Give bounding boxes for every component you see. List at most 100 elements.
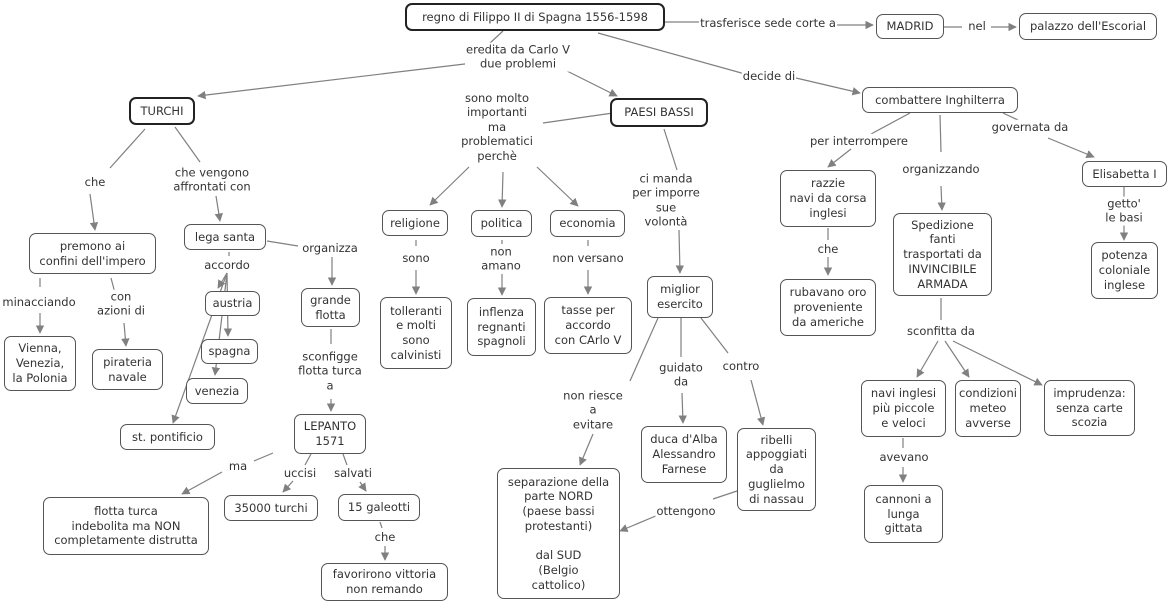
node-premono: premono ai confini dell'impero <box>29 233 156 274</box>
connector-line <box>379 521 383 529</box>
label-sconfigge: sconfigge flotta turca a <box>297 349 363 393</box>
connector-line <box>712 489 741 500</box>
connector-line <box>304 453 312 466</box>
connector-line <box>536 166 579 207</box>
connector-line <box>488 30 504 45</box>
node-galeotti: 15 galeotti <box>338 494 420 521</box>
label-organizzando: organizzando <box>901 161 981 177</box>
node-tolleranti: tolleranti e molti sono calvinisti <box>380 297 452 369</box>
connector-line <box>253 452 274 462</box>
label-non-riesce: non riesce a evitare <box>562 388 624 432</box>
connector-line <box>121 322 130 347</box>
node-imprudenza: imprudenza: senza carte scozia <box>1044 380 1135 436</box>
connector-line <box>214 195 223 222</box>
connector-line <box>619 514 659 532</box>
node-palazzo: palazzo dell'Escorial <box>1019 13 1157 40</box>
label-accordo: accordo <box>203 257 251 273</box>
label-che-3: che <box>816 241 840 257</box>
connector-line <box>939 114 942 153</box>
connector-line <box>282 480 294 493</box>
connector-line <box>952 340 1043 386</box>
node-vienna: Vienna, Venezia, la Polonia <box>4 336 76 391</box>
label-governata: governata da <box>990 119 1070 135</box>
label-uccisi: uccisi <box>282 465 318 481</box>
label-azioni: con azioni di <box>96 289 146 319</box>
node-duca: duca d'Alba Alessandro Farnese <box>641 426 727 483</box>
label-guidato: guidato da <box>658 360 704 390</box>
node-grande-flotta: grande flotta <box>301 288 360 327</box>
connector-line <box>181 471 223 495</box>
connector-line <box>795 77 861 96</box>
node-razzie: razzie navi da corsa inglesi <box>780 170 876 227</box>
label-eredita: eredita da Carlo V due problemi <box>465 42 571 72</box>
connector-line <box>89 193 99 231</box>
node-cannoni: cannoni a lunga gittata <box>864 485 943 543</box>
label-contro: contro <box>721 358 761 374</box>
node-flotta-turca: flotta turca indebolita ma NON completam… <box>43 497 209 555</box>
connector-line <box>678 392 687 424</box>
label-sconfitta: sconfitta da <box>906 323 976 339</box>
connector-line <box>937 185 946 211</box>
label-non-versano: non versano <box>551 250 625 266</box>
node-turchi: TURCHI <box>129 97 195 125</box>
connector-line <box>675 229 685 274</box>
node-religione: religione <box>382 210 448 236</box>
node-potenza: potenza coloniale inglese <box>1091 242 1158 299</box>
connector-line <box>564 69 618 97</box>
label-organizza: organizza <box>301 240 359 256</box>
connector-line <box>197 62 474 100</box>
connector-line <box>944 340 970 378</box>
node-35000: 35000 turchi <box>224 495 318 521</box>
node-elisabetta: Elisabetta I <box>1082 161 1167 187</box>
connector-line <box>429 166 470 206</box>
label-nel: nel <box>967 18 987 34</box>
node-lepanto: LEPANTO 1571 <box>294 414 366 454</box>
label-che-1: che <box>83 174 107 190</box>
node-venezia: venezia <box>186 378 248 404</box>
connector-line <box>266 240 299 247</box>
node-madrid: MADRID <box>876 14 944 39</box>
connector-line <box>629 317 659 382</box>
connector-line <box>109 128 146 169</box>
label-interrompere: per interrompere <box>809 133 909 149</box>
connector-line <box>1047 137 1095 158</box>
connector-line <box>358 481 367 492</box>
label-trasferisce: trasferisce sede corte a <box>699 15 837 31</box>
node-tasse: tasse per accordo con CArlo V <box>544 297 632 354</box>
node-spagna: spagna <box>201 339 258 364</box>
label-decide: decide di <box>741 68 797 84</box>
label-ci-manda: ci manda per imporre sue volontà <box>631 171 701 229</box>
node-combattere: combattere Inghilterra <box>862 87 1018 113</box>
node-pirateria: pirateria navale <box>92 349 163 390</box>
connector-line <box>663 128 678 171</box>
connector-line <box>870 112 911 135</box>
label-che-2: che <box>373 529 397 545</box>
label-avevano: avevano <box>878 449 930 465</box>
connector-line <box>579 433 594 466</box>
node-lega-santa: lega santa <box>184 224 266 250</box>
node-politica: politica <box>471 210 532 237</box>
label-ma: ma <box>227 458 249 474</box>
node-rubavano: rubavano oro proveniente da americhe <box>780 279 876 336</box>
node-economia: economia <box>550 210 625 237</box>
label-ottengono: ottengono <box>655 503 717 519</box>
label-salvati: salvati <box>333 465 373 481</box>
node-navi-inglesi: navi inglesi più piccole e veloci <box>861 380 946 437</box>
connector-line <box>342 453 348 466</box>
node-paesi-bassi: PAESI BASSI <box>610 98 708 127</box>
label-getto: getto' le basi <box>1101 196 1147 226</box>
node-pontificio: st. pontificio <box>120 424 215 450</box>
connector-line <box>916 340 939 378</box>
node-favorirono: favorirono vittoria non remando <box>321 563 448 601</box>
connector-line <box>597 32 746 75</box>
node-condizioni: condizioni meteo avverse <box>955 380 1021 437</box>
label-sono: sono <box>401 250 431 266</box>
node-austria: austria <box>205 291 260 316</box>
node-inflenza: inflenza regnanti spagnoli <box>467 298 536 356</box>
label-importanti: sono molto importanti ma problematici pe… <box>460 91 534 163</box>
connector-line <box>827 148 852 168</box>
node-regno: regno di Filippo II di Spagna 1556-1598 <box>405 3 665 31</box>
label-non-amano: non amano <box>480 244 522 274</box>
node-esercito: miglior esercito <box>647 276 713 318</box>
